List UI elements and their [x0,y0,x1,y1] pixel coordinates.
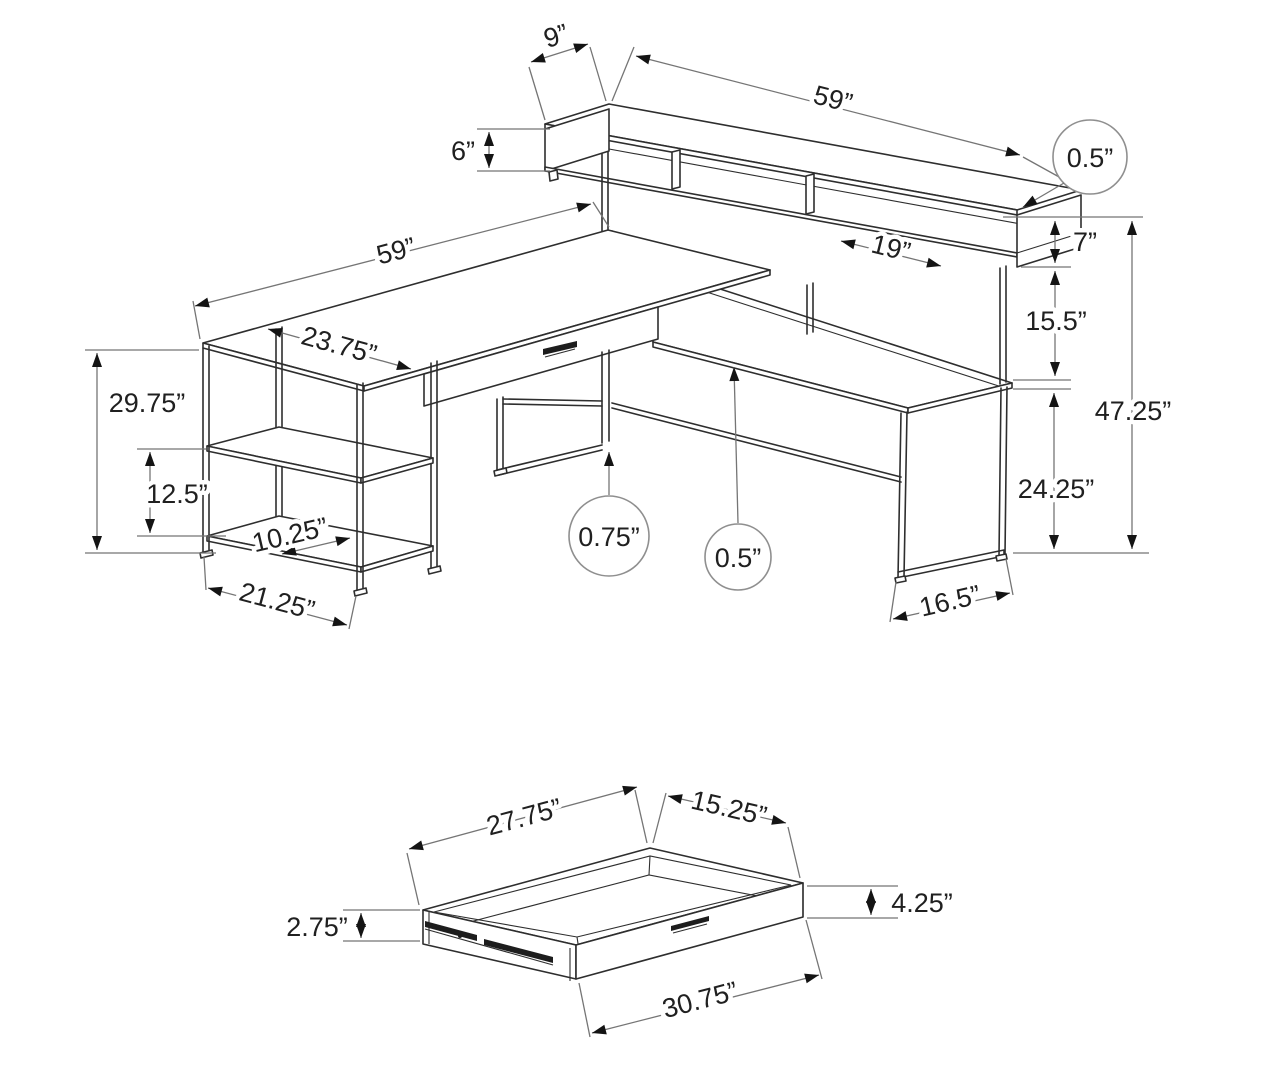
pedestal-frame [493,349,610,477]
hutch-foot [548,169,559,182]
dim-compartment-width: 19” [840,224,942,272]
desk-drawer-handle [543,341,577,358]
dim-label-desk-length: 59” [373,232,418,271]
middle-shelf [206,426,434,484]
dim-label-hutch-end-height: 6” [451,136,475,166]
dim-label-hutch-length: 59” [810,80,855,119]
dim-drawer-side-height: 4.25” [807,884,957,923]
drawer-apron [423,306,659,407]
hutch [544,103,1082,335]
stretcher-rail [611,402,902,483]
dim-label-desk-height: 29.75” [109,388,186,418]
callout-hutch-top-thickness: 0.5” [1022,119,1128,208]
drawer-figure [422,847,804,981]
dim-label-drawer-bottom-front: 30.75” [659,976,741,1024]
hutch-divider [805,173,815,215]
dim-hutch-depth: 9” [528,14,607,121]
hutch-mid-support [806,282,814,335]
dim-return-clearance: 24.25” [1013,388,1099,549]
callout-label-hutch-top-thickness: 0.5” [1067,143,1114,173]
dim-desk-height: 29.75” [85,349,216,554]
dim-label-hutch-side-height: 7” [1073,227,1097,257]
dim-label-return-clearance: 24.25” [1018,474,1095,504]
callout-surface-thickness: 0.5” [704,366,772,591]
dim-label-drawer-side-height: 4.25” [891,888,953,918]
hutch-left-support [597,151,615,241]
drawer-handle [671,916,709,934]
dim-label-hutch-depth: 9” [540,18,572,54]
dim-hutch-clearance: 15.5” [1013,271,1091,381]
dim-label-drawer-top-end: 15.25” [688,785,769,831]
dim-label-overall-height: 47.25” [1095,396,1172,426]
drawer-slide-rail [424,921,554,966]
dim-hutch-side-height: 7” [1003,216,1143,268]
dim-shelf-unit-width: 21.25” [203,556,357,630]
dim-label-hutch-clearance: 15.5” [1025,306,1087,336]
dim-drawer-front-height: 2.75” [282,908,420,947]
dim-return-frame-depth: 16.5” [889,558,1014,627]
right-leg-frame [894,265,1008,584]
dim-overall-height: 47.25” [1013,221,1176,554]
callout-frame-tube: 0.75” [568,452,650,577]
hutch-divider [671,149,681,190]
dim-label-drawer-top-side: 27.75” [483,793,565,842]
dim-label-shelf-spacing: 12.5” [146,479,208,509]
dim-label-shelf-unit-width: 21.25” [236,577,318,626]
dim-label-drawer-front-height: 2.75” [286,912,348,942]
callout-label-surface-thickness: 0.5” [715,543,762,573]
callout-label-frame-tube: 0.75” [578,522,640,552]
dim-shelf-spacing: 12.5” [137,448,226,537]
return-desk-surface [652,267,1013,414]
dim-hutch-end-height: 6” [446,128,550,172]
dim-label-return-frame-depth: 16.5” [917,579,984,622]
